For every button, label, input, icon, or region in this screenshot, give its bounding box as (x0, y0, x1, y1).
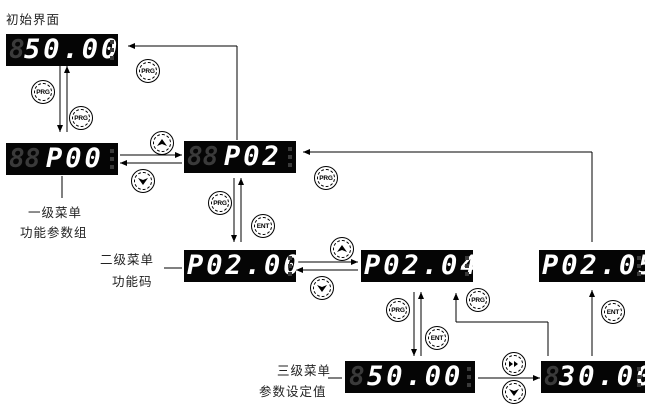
ent-key-label: ENT (606, 308, 620, 316)
value-display-5000: 8 50.00 (345, 361, 475, 393)
up-key-icon (150, 131, 174, 155)
display-dim-digit: 8 (349, 362, 365, 392)
display-value: P02 (224, 141, 282, 172)
prg-key-label: PRG (36, 88, 50, 96)
level1-menu-label: 一级菜单 (28, 205, 83, 220)
display-value: P02.05 (542, 250, 647, 281)
down-key-icon (310, 276, 334, 300)
down-key-icon (502, 380, 526, 404)
display-value: P00 (46, 143, 104, 174)
ent-key-icon: ENT (251, 214, 275, 238)
shift-key-icon (502, 352, 526, 376)
prg-key-label: PRG (319, 174, 333, 182)
function-group-label: 功能参数组 (20, 225, 88, 240)
display-dim-digit: 8 (544, 362, 560, 392)
prg-key-icon: PRG (386, 298, 410, 322)
param-value-label: 参数设定值 (259, 384, 327, 399)
group-display-p02: 88 P02 (184, 141, 296, 173)
prg-key-label: PRG (391, 306, 405, 314)
prg-key-label: PRG (74, 114, 88, 122)
display-value: P02.04 (364, 250, 480, 281)
ent-key-icon: ENT (425, 326, 449, 350)
prg-key-icon: PRG (314, 166, 338, 190)
function-code-label: 功能码 (112, 274, 153, 289)
code-display-p0205: P02.05 (539, 250, 647, 282)
up-key-icon (330, 237, 354, 261)
display-value: 50.00 (24, 34, 121, 65)
prg-key-icon: PRG (208, 191, 232, 215)
display-value: P02.00 (187, 250, 303, 281)
display-value: 50.00 (367, 361, 464, 392)
prg-key-label: PRG (213, 199, 227, 207)
initial-screen-label: 初始界面 (6, 12, 61, 27)
display-value: 30.00 (559, 361, 647, 392)
prg-key-icon: PRG (466, 288, 490, 312)
display-dim-digit: 88 (9, 144, 41, 174)
prg-key-label: PRG (141, 67, 155, 75)
level3-menu-label: 三级菜单 (277, 363, 332, 378)
display-dim-digit: 8 (9, 35, 25, 65)
prg-key-label: PRG (471, 296, 485, 304)
ent-key-icon: ENT (601, 300, 625, 324)
ent-key-label: ENT (430, 334, 444, 342)
prg-key-icon: PRG (136, 59, 160, 83)
code-display-p0200: P02.00 (184, 250, 300, 282)
value-display-3000: 8 30.00 (541, 361, 647, 393)
display-dim-digit: 88 (187, 142, 219, 172)
group-display-p00: 88 P00 (6, 143, 118, 175)
prg-key-icon: PRG (31, 80, 55, 104)
initial-display: 8 50.00 (6, 34, 118, 66)
code-display-p0204: P02.04 (361, 250, 477, 282)
prg-key-icon: PRG (69, 106, 93, 130)
level2-menu-label: 二级菜单 (100, 252, 155, 267)
ent-key-label: ENT (256, 222, 270, 230)
down-key-icon (131, 169, 155, 193)
